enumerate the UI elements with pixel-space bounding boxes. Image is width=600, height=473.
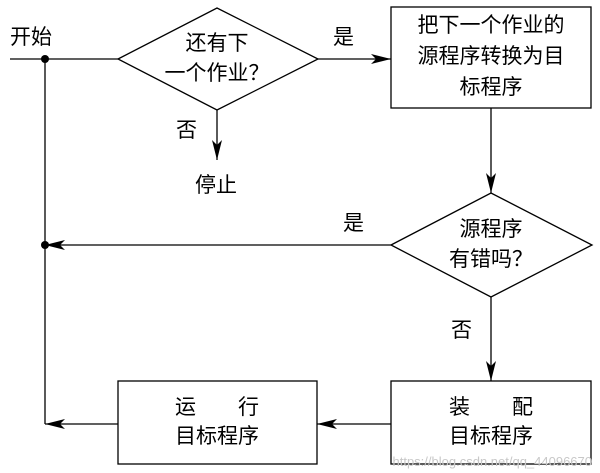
decision-next-job-line-1: 还有下 bbox=[186, 31, 249, 55]
label-yes-2: 是 bbox=[343, 211, 364, 235]
assemble-box-line-1: 装 配 bbox=[449, 395, 533, 419]
run-box-line-2: 目标程序 bbox=[175, 424, 259, 448]
start-label: 开始 bbox=[10, 25, 52, 49]
assemble-box bbox=[390, 380, 592, 465]
watermark: https://blog.csdn.net/qq_44096670 bbox=[393, 454, 593, 469]
label-no-2: 否 bbox=[451, 318, 472, 342]
convert-box-line-1: 把下一个作业的 bbox=[418, 13, 565, 37]
run-box bbox=[117, 380, 318, 465]
decision-next-job bbox=[116, 7, 320, 111]
assemble-box-line-2: 目标程序 bbox=[449, 424, 533, 448]
decision-next-job-line-2: 一个作业？ bbox=[165, 61, 270, 85]
label-no-1: 否 bbox=[176, 118, 197, 142]
convert-box bbox=[390, 6, 592, 109]
label-yes-1: 是 bbox=[333, 25, 354, 49]
decision-errors-line-2: 有错吗？ bbox=[449, 247, 533, 271]
decision-errors bbox=[389, 192, 594, 298]
decision-errors-line-1: 源程序 bbox=[460, 217, 523, 241]
convert-box-line-2: 源程序转换为目 bbox=[418, 44, 565, 68]
stop-label: 停止 bbox=[195, 173, 237, 197]
convert-box-line-3: 标程序 bbox=[460, 75, 523, 99]
run-box-line-1: 运 行 bbox=[175, 395, 259, 419]
